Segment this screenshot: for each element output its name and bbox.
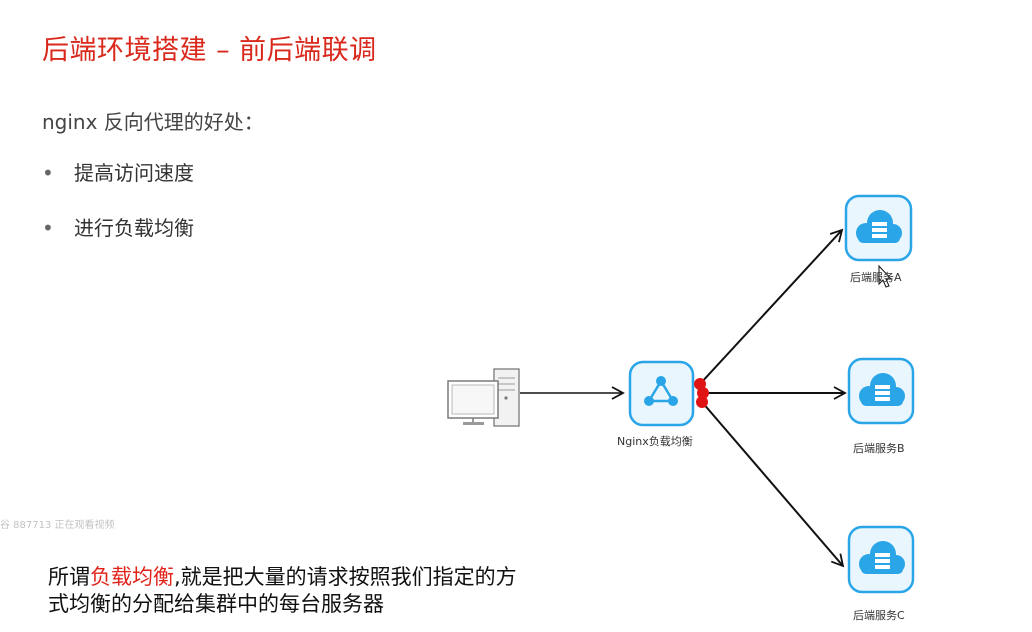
connection-points xyxy=(694,378,709,408)
mouse-cursor-icon xyxy=(878,264,893,288)
server-b-label: 后端服务B xyxy=(853,442,905,455)
nginx-to-server-a-arrow xyxy=(699,228,844,385)
server-c-label: 后端服务C xyxy=(853,609,905,622)
desktop-computer-icon xyxy=(447,368,520,427)
cloud-server-icon xyxy=(847,357,915,425)
cloud-server-icon xyxy=(847,525,915,594)
cloud-server-icon xyxy=(844,194,913,262)
server-a-label: 后端服务A xyxy=(850,271,902,284)
slide-title: 后端环境搭建 – 前后端联调 xyxy=(42,35,377,66)
para-after: ,就是把大量的请求按照我们指定的方式均衡的分配给集群中的每台服务器 xyxy=(48,565,517,616)
bullet-item: • 提高访问速度 xyxy=(42,157,194,186)
nginx-label: Nginx负载均衡 xyxy=(617,435,693,448)
nginx-to-server-c-arrow xyxy=(701,401,845,568)
bullet-text: 进行负载均衡 xyxy=(74,216,194,240)
para-before: 所谓 xyxy=(48,565,90,589)
intro-text: nginx 反向代理的好处： xyxy=(42,110,264,134)
nginx-share-icon xyxy=(628,360,695,427)
bullet-dot-icon: • xyxy=(42,216,54,240)
bullet-item: • 进行负载均衡 xyxy=(42,212,194,241)
viewer-watermark: 谷 887713 正在观看视频 xyxy=(0,520,115,531)
load-balance-paragraph: 所谓负载均衡,就是把大量的请求按照我们指定的方式均衡的分配给集群中的每台服务器 xyxy=(48,564,518,618)
bullet-text: 提高访问速度 xyxy=(74,161,194,185)
para-highlight: 负载均衡 xyxy=(90,565,174,589)
bullet-dot-icon: • xyxy=(42,161,54,185)
